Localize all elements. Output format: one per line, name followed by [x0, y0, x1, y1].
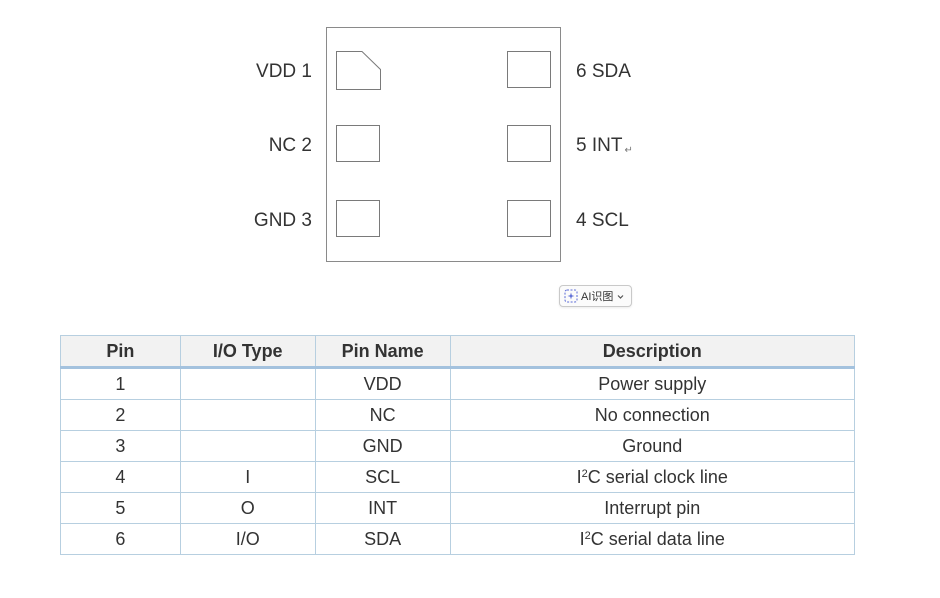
cell-io-type — [179, 399, 316, 431]
return-mark-icon: ↵ — [624, 145, 633, 156]
header-pin: Pin — [60, 335, 181, 369]
pin-label-gnd: GND 3 — [253, 210, 312, 231]
pin1-pad — [336, 51, 381, 90]
cell-description: No connection — [449, 399, 855, 431]
cell-pin: 3 — [60, 430, 181, 462]
ai-recognize-button[interactable]: AI识图 — [559, 285, 633, 307]
ai-spark-icon — [564, 289, 578, 303]
header-io-type: I/O Type — [179, 335, 316, 369]
pin-diagram: VDD 1 NC 2 GND 3 6 SDA 5 INT↵ 4 SCL — [0, 0, 940, 280]
chevron-down-icon — [617, 294, 624, 299]
pin-label-int-group: 5 INT↵ — [576, 135, 633, 162]
cell-pin: 2 — [60, 399, 181, 431]
table-row: 2 NC No connection — [60, 399, 855, 431]
cell-description: Interrupt pin — [449, 492, 855, 524]
pin-table: Pin I/O Type Pin Name Description 1 VDD … — [60, 335, 855, 555]
header-pin-name: Pin Name — [314, 335, 451, 369]
pin-label-vdd: VDD 1 — [256, 61, 312, 82]
cell-description: Power supply — [449, 367, 855, 400]
cell-pin-name: SCL — [314, 461, 451, 493]
cell-io-type: I — [179, 461, 316, 493]
table-header-row: Pin I/O Type Pin Name Description — [60, 335, 855, 369]
cell-description: I2C serial clock line — [449, 461, 855, 493]
pin6-pad — [507, 51, 551, 88]
cell-pin-name: GND — [314, 430, 451, 462]
cell-pin: 4 — [60, 461, 181, 493]
cell-pin-name: VDD — [314, 367, 451, 400]
desc-suffix: C serial clock line — [587, 467, 728, 487]
pin2-pad — [336, 125, 380, 162]
cell-pin: 6 — [60, 523, 181, 555]
cell-io-type: O — [179, 492, 316, 524]
pin-label-int: 5 INT — [576, 135, 623, 156]
desc-prefix: I — [576, 467, 582, 487]
pin5-pad — [507, 125, 551, 162]
cell-io-type — [179, 430, 316, 462]
table-row: 4 I SCL I2C serial clock line — [60, 461, 855, 493]
cell-io-type — [179, 367, 316, 400]
pin4-pad — [507, 200, 551, 237]
pin-label-sda: 6 SDA — [576, 61, 631, 82]
table-row: 3 GND Ground — [60, 430, 855, 462]
pin-label-nc: NC 2 — [268, 135, 312, 156]
cell-description: I2C serial data line — [449, 523, 855, 555]
desc-superscript: 2 — [584, 530, 591, 542]
desc-suffix: C serial data line — [590, 529, 725, 549]
pin3-pad — [336, 200, 380, 237]
table-row: 6 I/O SDA I2C serial data line — [60, 523, 855, 555]
pin-label-scl: 4 SCL — [576, 210, 629, 231]
cell-description: Ground — [449, 430, 855, 462]
cell-pin-name: SDA — [314, 523, 451, 555]
desc-superscript: 2 — [581, 468, 588, 480]
cell-pin-name: NC — [314, 399, 451, 431]
cell-pin-name: INT — [314, 492, 451, 524]
cell-io-type: I/O — [179, 523, 316, 555]
desc-prefix: I — [579, 529, 585, 549]
cell-pin: 5 — [60, 492, 181, 524]
header-description: Description — [449, 335, 855, 369]
table-row: 1 VDD Power supply — [60, 367, 855, 400]
table-row: 5 O INT Interrupt pin — [60, 492, 855, 524]
cell-pin: 1 — [60, 367, 181, 400]
ai-button-label: AI识图 — [581, 291, 614, 303]
